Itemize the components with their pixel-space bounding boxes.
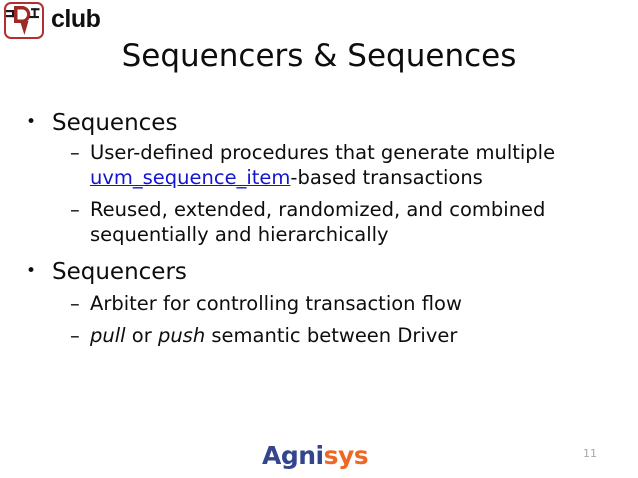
agnisys-logo-secondary: sys <box>323 441 369 470</box>
text-run-plain: User-defined procedures that generate mu… <box>90 141 556 165</box>
brand-header: club <box>4 2 101 39</box>
text-run-plain: or <box>125 323 158 347</box>
agnisys-logo: Agnisys <box>262 441 369 470</box>
bullet-dot-icon: • <box>26 112 37 132</box>
bullet-level2-text: Reused, extended, randomized, and combin… <box>90 198 546 247</box>
bullet-level1-label: Sequencers <box>52 259 187 286</box>
text-run-plain: semantic between Driver <box>205 323 458 347</box>
agnisys-logo-primary: Agni <box>262 441 324 470</box>
bullet-level1-label: Sequences <box>52 110 178 136</box>
text-run-italic: push <box>157 323 206 347</box>
dash-marker-icon: – <box>70 323 80 347</box>
bullet-level2-reused: – Reused, extended, randomized, and comb… <box>70 198 616 248</box>
bullet-level2-user-defined: – User-defined procedures that generate … <box>70 141 616 191</box>
page-title: Sequencers & Sequences <box>121 38 517 74</box>
dv-club-logo-icon <box>4 2 44 39</box>
bullet-level2-pull-push: – pull or push semantic between Driver <box>70 324 616 349</box>
brand-wordmark: club <box>51 4 101 33</box>
text-run-italic: pull <box>90 323 126 347</box>
text-run-plain: -based transactions <box>290 166 483 190</box>
bullet-level2-arbiter: – Arbiter for controlling transaction fl… <box>70 292 616 317</box>
page-number: 11 <box>583 447 597 460</box>
content-group-sequences: • Sequences – User-defined procedures th… <box>26 110 616 248</box>
bullet-level2-text: Arbiter for controlling transaction flow <box>90 291 462 315</box>
bullet-level2-text: User-defined procedures that generate mu… <box>90 141 616 191</box>
bullet-level1-sequences: • Sequences <box>26 110 616 136</box>
dash-marker-icon: – <box>70 141 80 165</box>
dash-marker-icon: – <box>70 291 80 315</box>
dash-marker-icon: – <box>70 198 80 222</box>
bullet-level2-text: pull or push semantic between Driver <box>90 324 616 349</box>
bullet-level1-sequencers: • Sequencers <box>26 259 616 285</box>
content-group-sequencers: • Sequencers – Arbiter for controlling t… <box>26 259 616 348</box>
slide-body: • Sequences – User-defined procedures th… <box>26 110 616 360</box>
uvm-sequence-item-link[interactable]: uvm_sequence_item <box>90 166 291 190</box>
bullet-dot-icon: • <box>26 261 37 282</box>
